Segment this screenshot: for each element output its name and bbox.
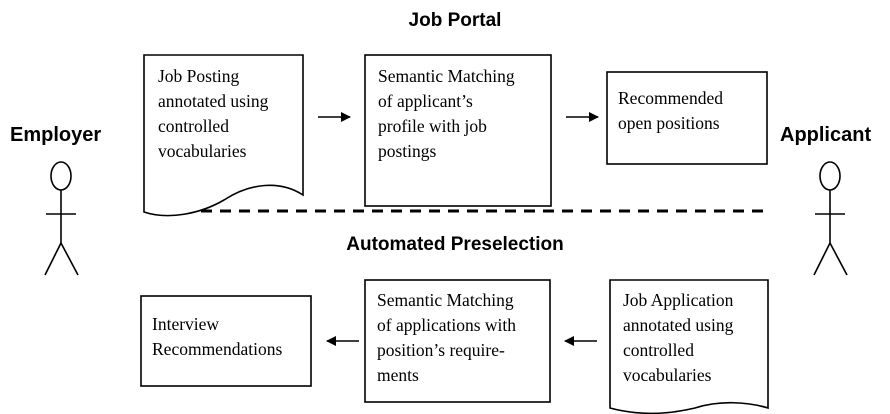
job-application-text: Job Application annotated using controll… xyxy=(623,290,738,385)
job-posting-text: Job Posting annotated using controlled v… xyxy=(158,66,273,161)
recommended-positions-box: Recommended open positions xyxy=(606,71,768,165)
interview-recommendations-text: Interview Recommendations xyxy=(152,314,282,359)
applicant-stick-figure-icon xyxy=(813,161,848,276)
recommended-positions-text: Recommended open positions xyxy=(618,88,727,133)
applicant-label: Applicant xyxy=(780,124,871,146)
employer-stick-figure-icon xyxy=(44,161,79,276)
interview-recommendations-box: Interview Recommendations xyxy=(140,295,312,387)
semantic-matching-applications-box: Semantic Matching of applications with p… xyxy=(364,279,551,403)
job-posting-document: Job Posting annotated using controlled v… xyxy=(143,54,304,217)
semantic-matching-applications-text: Semantic Matching of applications with p… xyxy=(377,290,520,385)
semantic-matching-profile-box: Semantic Matching of applicant’s profile… xyxy=(364,54,552,207)
employer-label: Employer xyxy=(10,124,101,146)
automated-preselection-title: Automated Preselection xyxy=(346,234,564,255)
job-portal-title: Job Portal xyxy=(409,10,502,31)
job-application-document: Job Application annotated using controll… xyxy=(609,279,769,414)
semantic-matching-profile-text: Semantic Matching of applicant’s profile… xyxy=(378,66,519,161)
